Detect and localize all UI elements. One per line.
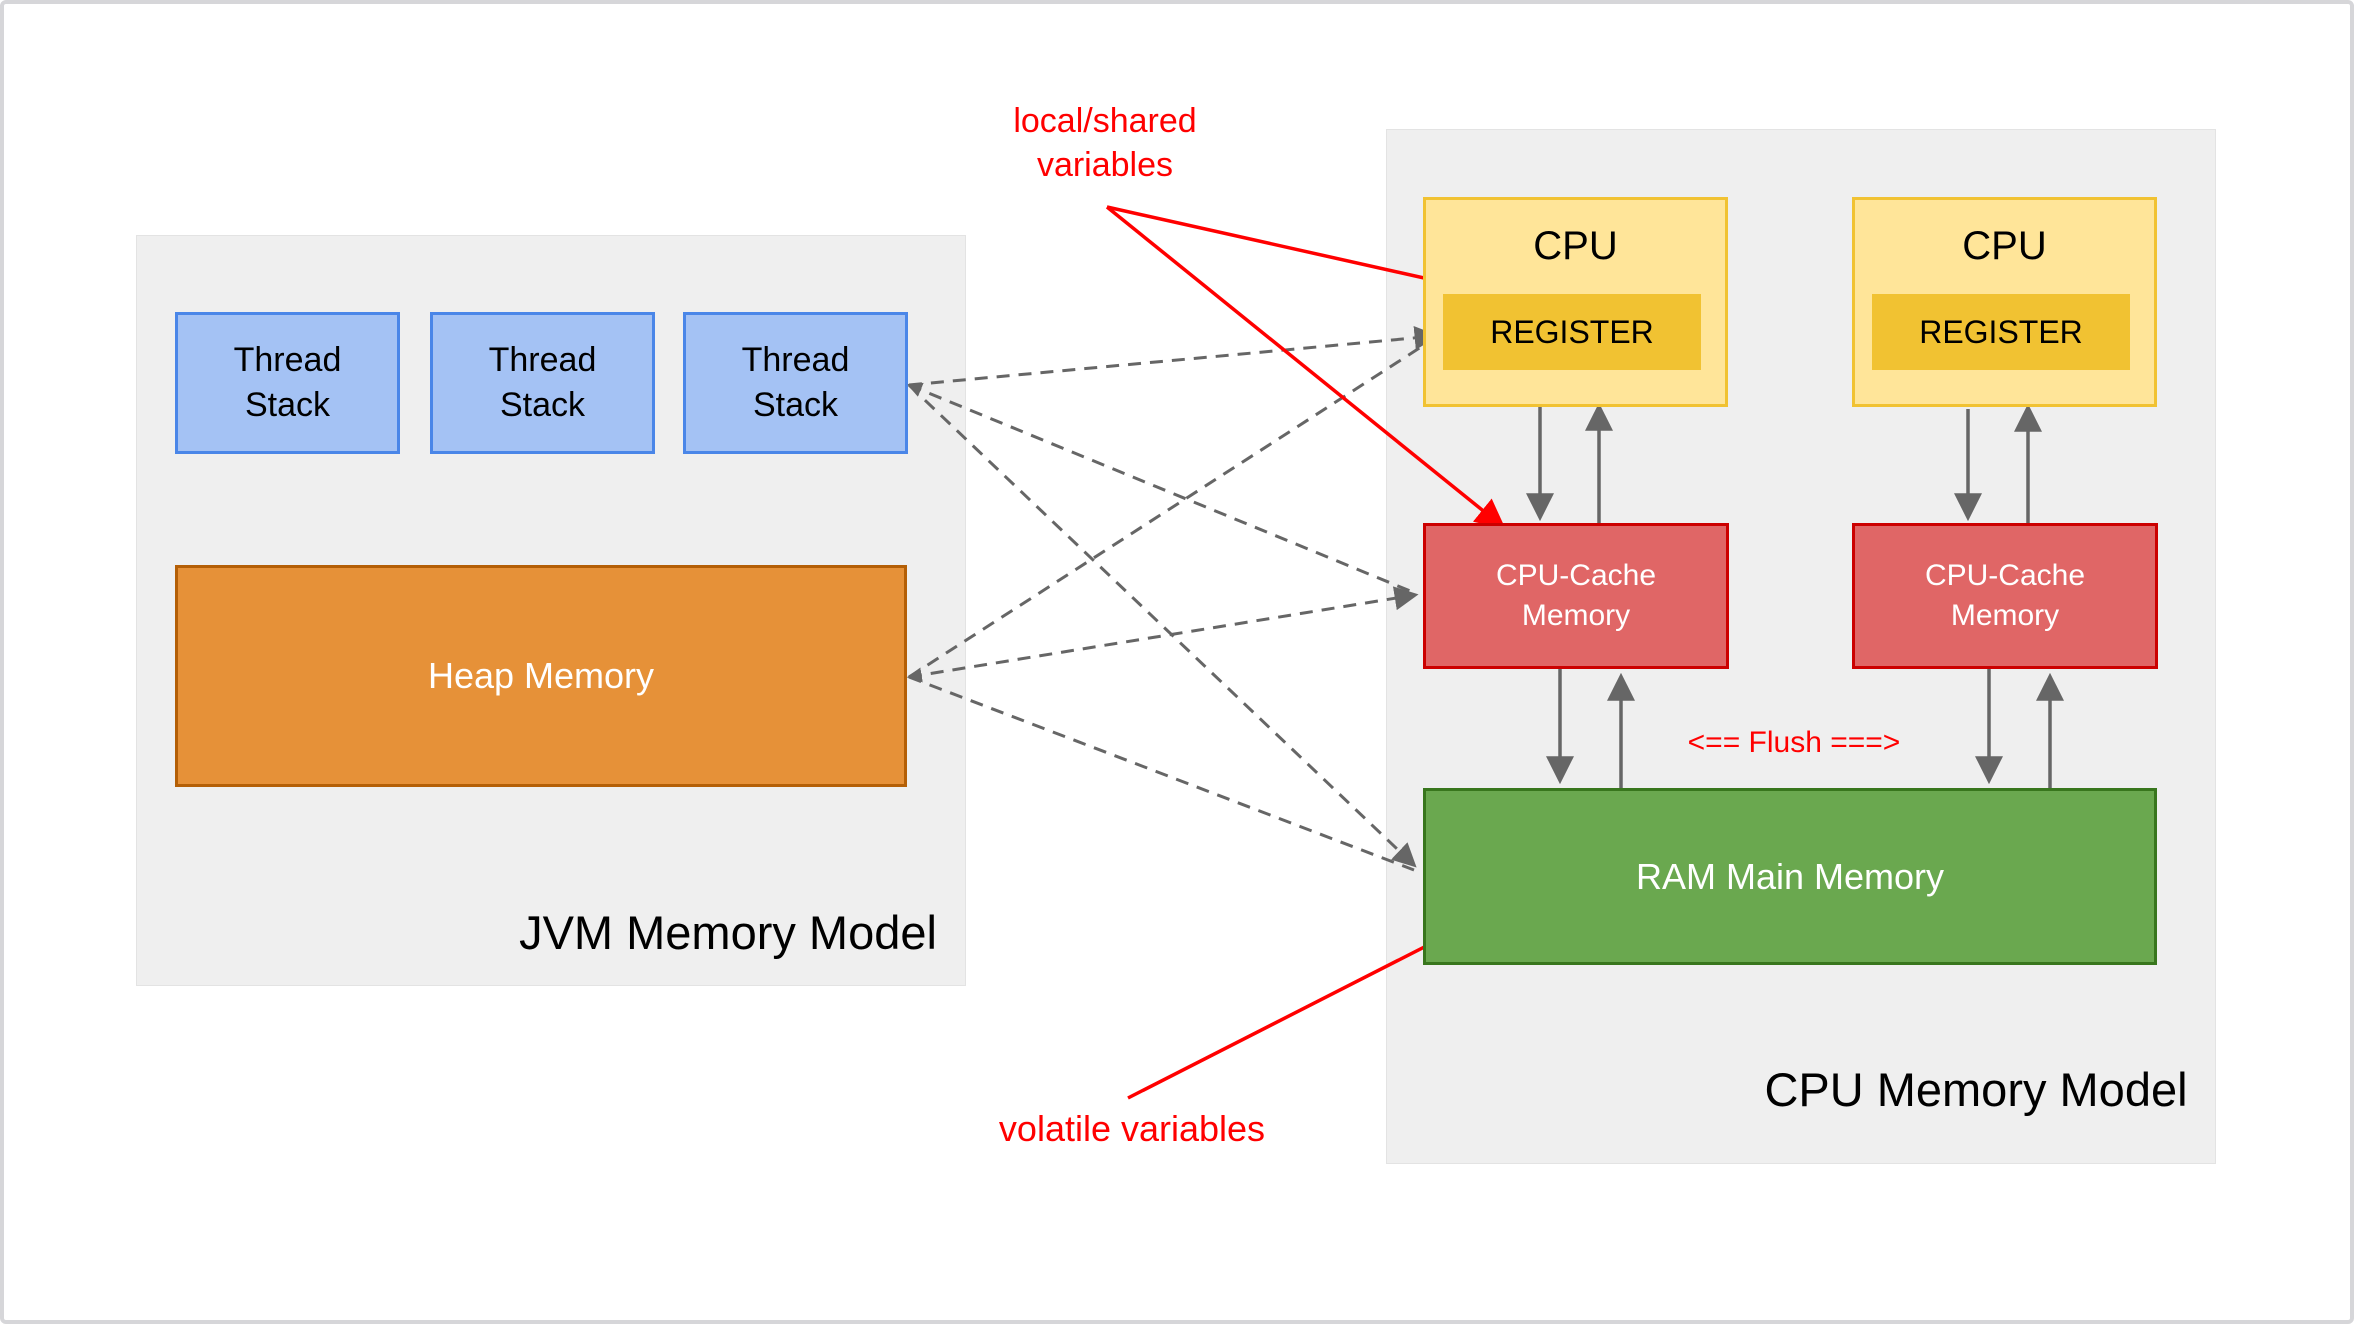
cpu-cache-box-2: CPU-Cache Memory — [1852, 523, 2158, 669]
cpu-model-title: CPU Memory Model — [1764, 1063, 2188, 1116]
dashed-link-threadstack-ram — [907, 383, 1417, 868]
dashed-link-heap-ram — [908, 675, 1415, 872]
dashed-link-heap-cache — [906, 586, 1419, 683]
thread-stack-box-1: Thread Stack — [175, 312, 400, 454]
volatile-variables-annotation: volatile variables — [998, 1108, 1266, 1149]
local-shared-variables-annotation: local/shared variables — [1013, 102, 1197, 184]
register-label: REGISTER — [1490, 313, 1654, 350]
heap-memory-box: Heap Memory — [175, 565, 907, 787]
register-box-2: REGISTER — [1872, 294, 2130, 370]
thread-stack-label: Thread Stack — [741, 341, 850, 424]
cpu-cache-label: CPU-Cache Memory — [1924, 559, 2086, 632]
heap-memory-label: Heap Memory — [427, 655, 655, 696]
flush-annotation: <== Flush ===> — [1687, 726, 1901, 759]
cpu-label: CPU — [1533, 224, 1618, 268]
dashed-link-heap-register — [908, 336, 1436, 679]
thread-stack-label: Thread Stack — [488, 341, 597, 424]
cpu-cache-label: CPU-Cache Memory — [1495, 559, 1657, 632]
dashed-link-threadstack-cache — [906, 382, 1416, 595]
register-box-1: REGISTER — [1443, 294, 1701, 370]
thread-stack-label: Thread Stack — [233, 341, 342, 424]
register-label: REGISTER — [1919, 313, 2083, 350]
ram-main-memory-box: RAM Main Memory — [1423, 788, 2157, 965]
cpu-cache-box-1: CPU-Cache Memory — [1423, 523, 1729, 669]
thread-stack-box-2: Thread Stack — [430, 312, 655, 454]
jvm-model-title: JVM Memory Model — [519, 906, 937, 959]
cpu-label: CPU — [1962, 224, 2047, 268]
thread-stack-box-3: Thread Stack — [683, 312, 908, 454]
dashed-link-threadstack-register — [908, 325, 1439, 387]
ram-main-memory-label: RAM Main Memory — [1635, 855, 1945, 897]
